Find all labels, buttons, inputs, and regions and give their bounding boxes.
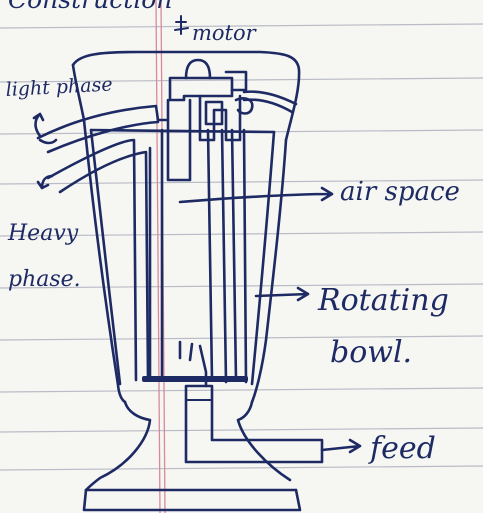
heavy-phase-label-line1: Heavy	[7, 221, 79, 246]
motor-right-block	[226, 72, 246, 90]
inner-tube-right	[232, 130, 246, 382]
rotating-label-line2: bowl.	[330, 335, 412, 370]
rotating-label-line1: Rotating	[317, 283, 449, 318]
bowl-inner-top	[91, 130, 274, 132]
motor-cap	[186, 60, 210, 78]
air-space-arrow	[180, 188, 332, 202]
heavy-phase-tube	[48, 140, 148, 380]
heading-text: Construction	[8, 0, 172, 14]
feed-arrow	[322, 440, 360, 452]
bowl-bottom-band	[142, 376, 248, 382]
motor-label: motor	[192, 21, 258, 45]
inner-tube-center	[208, 130, 226, 382]
motor-symbol	[175, 16, 188, 34]
feed-label: feed	[368, 431, 436, 466]
light-phase-label: light phase	[5, 73, 113, 101]
inner-tube-left	[150, 130, 162, 378]
rotating-bowl-arrow	[256, 288, 308, 300]
motor-stem	[168, 100, 190, 180]
bowl-inner-left	[91, 130, 120, 384]
base-stand	[84, 490, 300, 510]
heavy-phase-label-line2: phase.	[8, 267, 81, 292]
margin-lines	[156, 0, 165, 513]
air-space-label: air space	[340, 177, 460, 207]
base-bowl-left	[86, 402, 150, 490]
bowl-inner-right	[252, 132, 274, 384]
